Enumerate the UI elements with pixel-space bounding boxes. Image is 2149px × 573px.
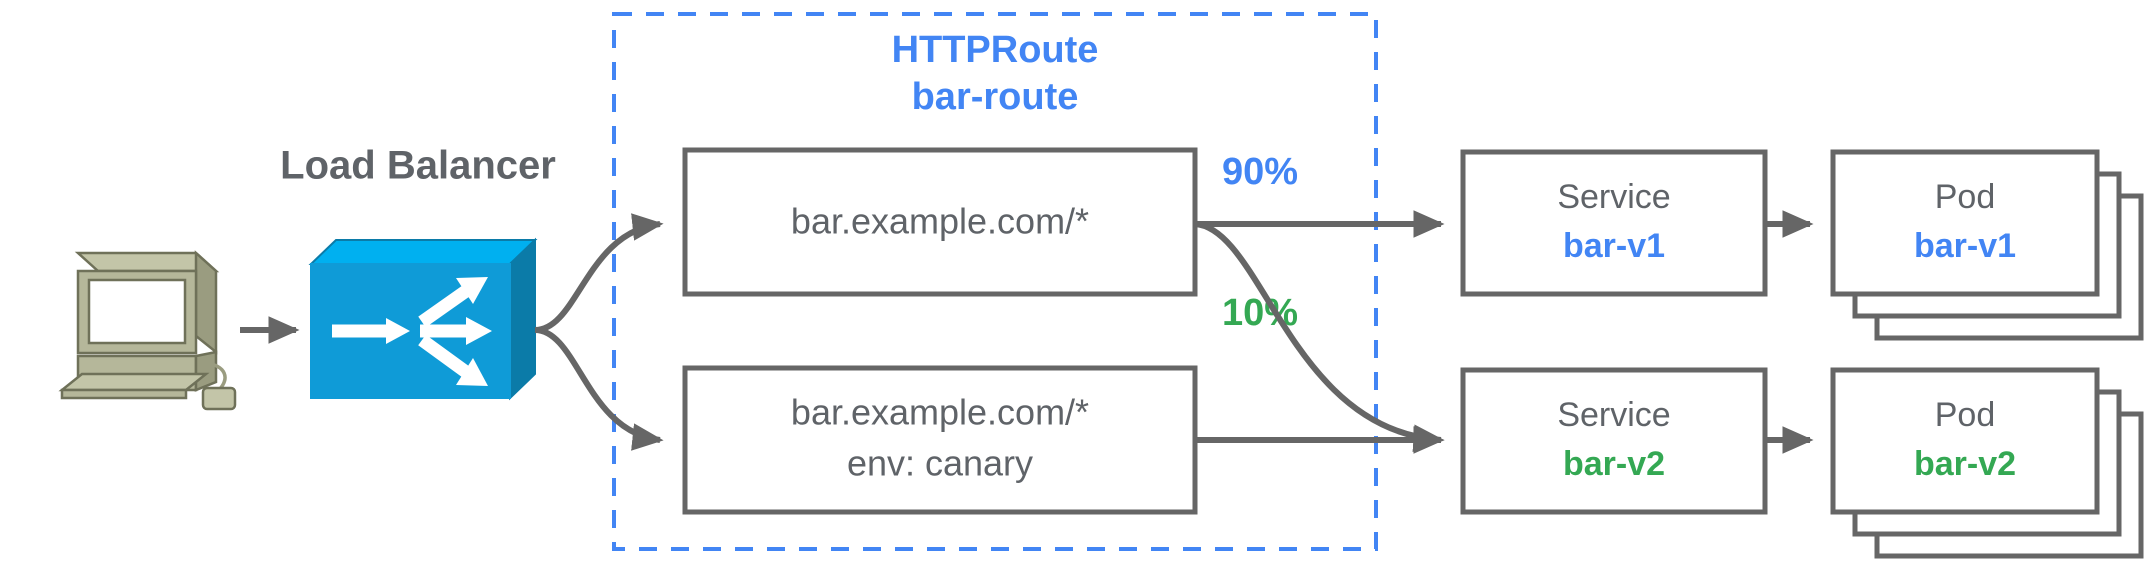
service-v2-kind: Service (1557, 396, 1670, 434)
pod-v1-kind: Pod (1935, 178, 1996, 216)
pod-v1-name: bar-v1 (1914, 227, 2016, 265)
route-primary-label-line1: bar.example.com/* (791, 201, 1089, 242)
route-box-primary[interactable]: bar.example.com/* (682, 147, 1198, 297)
pod-stack-bar-v1[interactable]: Pod bar-v1 (1830, 149, 2144, 341)
edge-lb-to-route-canary (534, 327, 664, 451)
load-balancer-icon (308, 237, 538, 401)
service-v1-kind: Service (1557, 178, 1670, 216)
service-v1-name: bar-v1 (1563, 227, 1665, 265)
route-canary-label-line1: bar.example.com/* (791, 392, 1089, 433)
route-canary-label-line2: env: canary (847, 443, 1033, 484)
pod-stack-bar-v2[interactable]: Pod bar-v2 (1830, 367, 2144, 559)
workstation-icon (58, 250, 237, 411)
httproute-title-name: bar-route (912, 76, 1079, 118)
route-box-canary[interactable]: bar.example.com/* env: canary (682, 365, 1198, 515)
weight-label-90: 90% (1222, 151, 1298, 193)
edge-route-primary-to-service-v2 (1194, 221, 1445, 452)
pod-v2-kind: Pod (1935, 396, 1996, 434)
service-box-bar-v1[interactable]: Service bar-v1 (1460, 149, 1768, 297)
pod-v2-name: bar-v2 (1914, 445, 2016, 483)
httproute-group-boundary (612, 12, 1378, 551)
service-v2-name: bar-v2 (1563, 445, 1665, 483)
service-box-bar-v2[interactable]: Service bar-v2 (1460, 367, 1768, 515)
pod-v1-replica-1 (1830, 149, 2100, 297)
httproute-title-kind: HTTPRoute (892, 29, 1099, 71)
edge-lb-to-route-primary (534, 213, 664, 333)
pod-v2-replica-1 (1830, 367, 2100, 515)
load-balancer-label: Load Balancer (280, 144, 556, 188)
